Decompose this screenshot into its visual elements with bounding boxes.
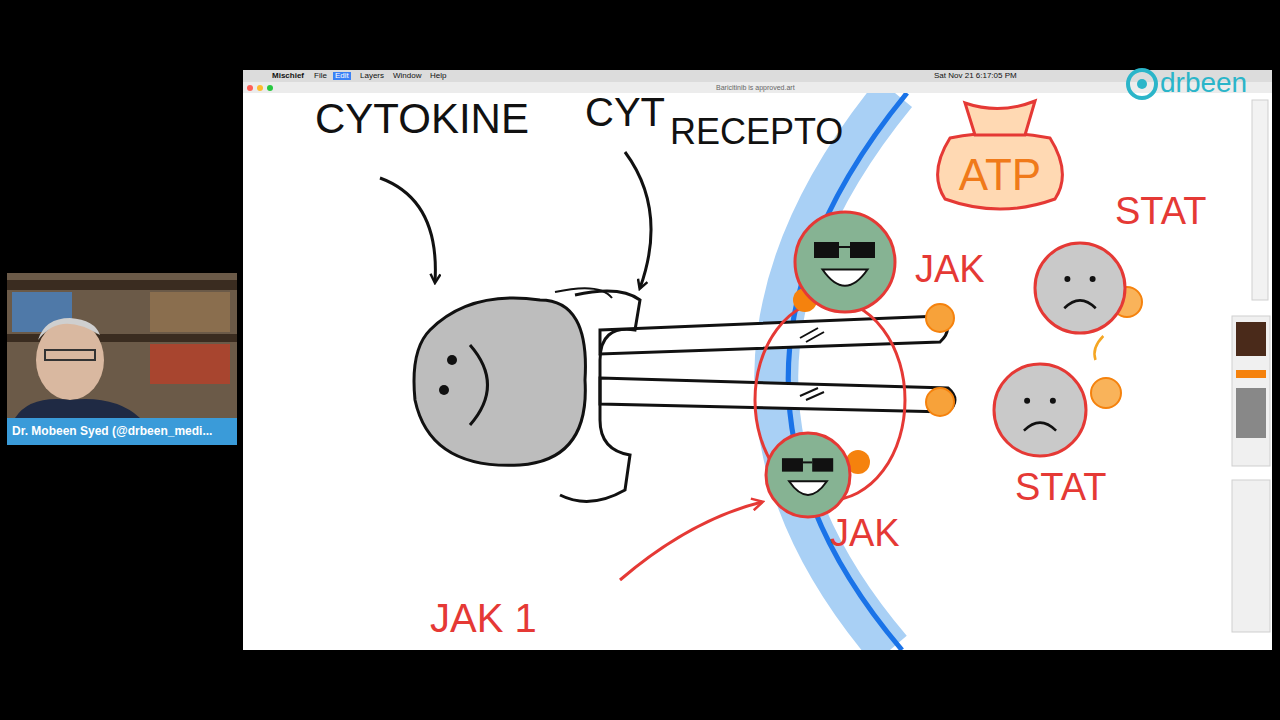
color-picker bbox=[1236, 322, 1266, 356]
part-label: RECEPTO bbox=[670, 114, 843, 150]
stat-node: STAT bbox=[990, 360, 1150, 516]
sunglasses bbox=[812, 458, 833, 471]
frown bbox=[1024, 423, 1056, 431]
phosphate-scribble bbox=[926, 388, 954, 416]
presenter-head bbox=[36, 320, 104, 400]
jak-node: JAK bbox=[790, 208, 1005, 320]
atp-node: ATP bbox=[920, 93, 1080, 215]
pointer-arrow bbox=[625, 152, 651, 288]
title-bar bbox=[243, 82, 1272, 93]
sunglasses bbox=[839, 246, 850, 248]
books bbox=[150, 344, 230, 384]
menu-item: Help bbox=[430, 72, 446, 80]
part-label: CYTOKINE bbox=[315, 98, 529, 140]
window-title: Baricitinib is approved.art bbox=[716, 84, 795, 91]
books bbox=[150, 292, 230, 332]
node-label: ATP bbox=[959, 153, 1041, 197]
logo-icon bbox=[1137, 79, 1147, 89]
receptor-chain bbox=[600, 378, 955, 412]
name-bar bbox=[7, 418, 237, 445]
face-smile bbox=[470, 345, 488, 425]
sunglasses bbox=[814, 242, 839, 258]
phosphate-scribble bbox=[926, 304, 954, 332]
bookshelf bbox=[7, 280, 237, 290]
window-button bbox=[247, 85, 253, 91]
stat-face bbox=[994, 364, 1086, 456]
face-eye bbox=[1090, 276, 1096, 282]
jak-face bbox=[766, 433, 850, 517]
atp-bag bbox=[938, 133, 1063, 209]
part-label: JAK 1 bbox=[430, 598, 537, 638]
part-label: CYT bbox=[585, 92, 665, 132]
phosphate-scribble bbox=[1091, 378, 1121, 408]
cytokine-blob bbox=[414, 298, 585, 465]
grin bbox=[823, 270, 868, 286]
sunglasses bbox=[850, 242, 875, 258]
color-panel bbox=[1232, 316, 1270, 466]
window-button bbox=[257, 85, 263, 91]
menu-item: Edit bbox=[333, 72, 351, 80]
clock: Sat Nov 21 6:17:05 PM bbox=[934, 72, 1017, 80]
presenter-glasses bbox=[45, 350, 95, 360]
cell-membrane bbox=[776, 93, 895, 650]
webcam-frame bbox=[7, 273, 237, 445]
pointer-arrow bbox=[380, 178, 435, 282]
presenter-name: Dr. Mobeen Syed (@drbeen_medi... bbox=[12, 425, 212, 437]
menu-bar bbox=[243, 70, 1272, 82]
presenter-body bbox=[15, 399, 140, 418]
face-eye bbox=[1064, 276, 1070, 282]
jak-face bbox=[795, 212, 895, 312]
node-label: JAK bbox=[830, 514, 900, 552]
stat-node: STAT bbox=[1030, 188, 1225, 336]
node-label: STAT bbox=[1015, 468, 1106, 506]
membrane-line bbox=[788, 93, 907, 650]
connector bbox=[1094, 336, 1103, 360]
logo-icon bbox=[1128, 70, 1156, 98]
stat-face bbox=[1035, 243, 1125, 333]
node-label: JAK bbox=[915, 250, 985, 288]
menu-item: Layers bbox=[360, 72, 384, 80]
color-swatch bbox=[1236, 370, 1266, 378]
menu-item: Window bbox=[393, 72, 421, 80]
pointer-arrow bbox=[620, 502, 762, 580]
frown bbox=[1064, 300, 1096, 308]
atp-bag-neck bbox=[965, 101, 1035, 135]
jak-node: JAK bbox=[760, 430, 925, 562]
logo-text: drbeen bbox=[1160, 69, 1247, 97]
hatch-mark bbox=[800, 328, 824, 400]
receptor-cup bbox=[555, 288, 612, 298]
color-grid bbox=[1236, 388, 1266, 438]
face-eye bbox=[439, 385, 449, 395]
sunglasses bbox=[782, 458, 803, 471]
face-eye bbox=[1050, 398, 1056, 404]
screen bbox=[243, 70, 1272, 650]
menu-item: Mischief bbox=[272, 72, 304, 80]
brush-panel bbox=[1232, 480, 1270, 632]
tool-panel bbox=[1252, 100, 1268, 300]
node-label: STAT bbox=[1115, 192, 1206, 230]
connector-line bbox=[1094, 336, 1103, 360]
face-eye bbox=[1024, 398, 1030, 404]
window-button bbox=[267, 85, 273, 91]
face-eye bbox=[447, 355, 457, 365]
menu-item: File bbox=[314, 72, 327, 80]
grin bbox=[789, 481, 827, 495]
sunglasses bbox=[803, 461, 812, 463]
presenter-hair bbox=[38, 318, 100, 340]
